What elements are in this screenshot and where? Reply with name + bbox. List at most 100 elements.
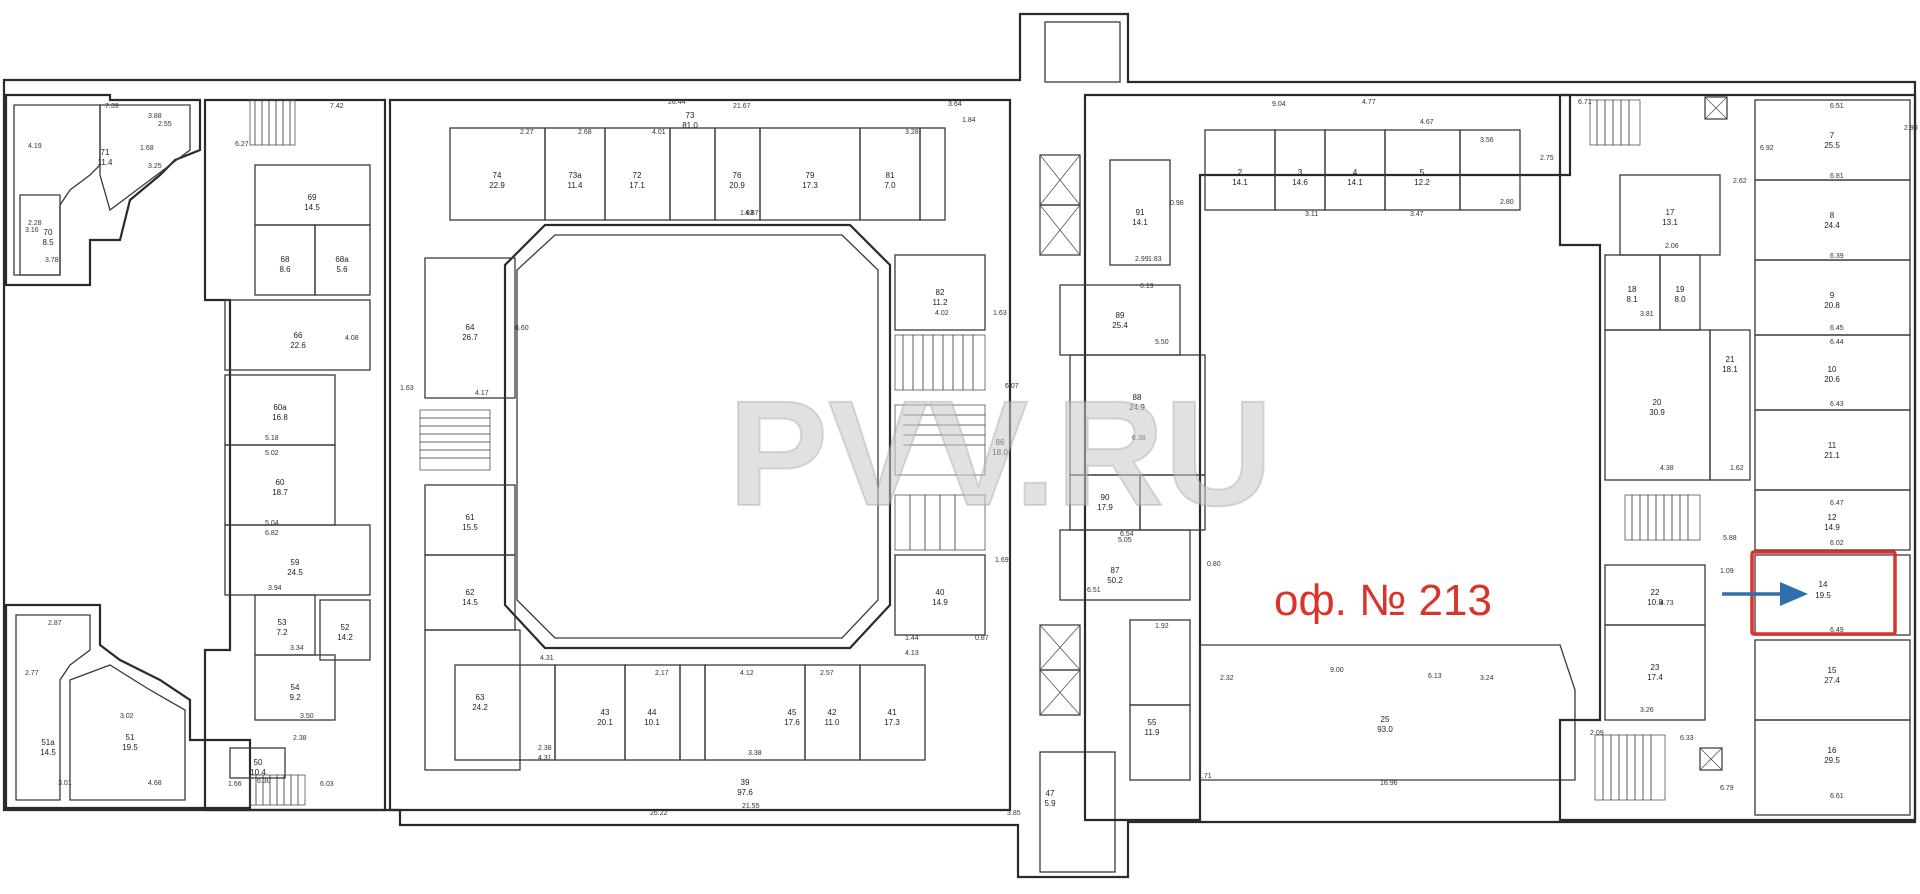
room-area: 26.7 — [462, 333, 478, 342]
room-area: 5.9 — [1044, 799, 1056, 808]
left-block — [203, 98, 387, 812]
dimension-label: 2.32 — [1220, 675, 1234, 682]
room-area: 7.0 — [884, 181, 896, 190]
dimension-label: 1.09 — [1720, 568, 1734, 575]
dimension-label: 3.64 — [948, 101, 962, 108]
left-wing-upper — [4, 93, 202, 287]
left-wing-lower — [4, 603, 252, 810]
dimension-label: 1.44 — [905, 635, 919, 642]
dimension-label: 6.44 — [1830, 339, 1844, 346]
room-area: 11.4 — [98, 158, 114, 167]
dimension-label: 6.03 — [320, 781, 334, 788]
room-number: 60 — [276, 478, 285, 487]
room-area: 20.1 — [597, 718, 613, 727]
dimension-label: 3.26 — [1640, 707, 1654, 714]
dimension-label: 5.05 — [1118, 537, 1132, 544]
right-wing — [1558, 93, 1917, 822]
room-area: 50.2 — [1107, 576, 1123, 585]
dimension-label: 5.04 — [265, 520, 279, 527]
dimension-label: 1.63 — [400, 385, 414, 392]
dimension-label: 2.17 — [655, 670, 669, 677]
dimension-label: 4.73 — [1660, 600, 1674, 607]
dimension-label: 6.79 — [1720, 785, 1734, 792]
room-area: 20.6 — [1824, 375, 1840, 384]
room-area: 7.2 — [276, 628, 288, 637]
room-area: 10.1 — [644, 718, 660, 727]
room-area: 8.5 — [42, 238, 54, 247]
room-area: 11.4 — [568, 181, 584, 190]
dimension-label: 5.02 — [265, 450, 279, 457]
dimension-label: 4.67 — [1420, 119, 1434, 126]
dimension-label: 2.28 — [28, 220, 42, 227]
room-area: 11.9 — [1145, 728, 1161, 737]
dimension-label: 4.01 — [652, 129, 666, 136]
dimension-label: 6.92 — [1760, 145, 1774, 152]
dimension-labels: 7.393.882.554.193.251.686.272.283.783.16… — [0, 0, 1918, 817]
highlighted-room-number: 14 — [1819, 580, 1828, 589]
dimension-label: 7.39 — [105, 103, 119, 110]
dimension-label: 3.81 — [1640, 311, 1654, 318]
room-number: 23 — [1651, 663, 1660, 672]
room-number: 18 — [1628, 285, 1637, 294]
room-area: 20.9 — [729, 181, 745, 190]
room-area: 30.9 — [1649, 408, 1665, 417]
room-area: 8.1 — [1626, 295, 1638, 304]
room-area: 14.5 — [40, 748, 56, 757]
dimension-label: 6.02 — [1830, 540, 1844, 547]
room-number: 87 — [1111, 566, 1120, 575]
dimension-label: 6.47 — [1830, 500, 1844, 507]
room-number: 81 — [886, 171, 895, 180]
room-number: 47 — [1046, 789, 1055, 798]
room-area: 18.0 — [992, 448, 1008, 457]
dimension-label: 6.82 — [265, 530, 279, 537]
room-area: 15.5 — [462, 523, 478, 532]
dimension-label: 4.02 — [935, 310, 949, 317]
room-area: 10.8 — [1647, 598, 1663, 607]
room-number: 40 — [936, 588, 945, 597]
room-area: 8.0 — [1674, 295, 1686, 304]
room-number: 88 — [1133, 393, 1142, 402]
dimension-label: 2.68 — [578, 129, 592, 136]
dimension-label: 9.04 — [1272, 101, 1286, 108]
room-number: 62 — [466, 588, 475, 597]
dimension-label: 1.69 — [995, 557, 1009, 564]
room-number: 5 — [1420, 168, 1425, 177]
room-area: 25.5 — [1824, 141, 1840, 150]
room-area: 14.1 — [1232, 178, 1248, 187]
dimension-label: 2.87 — [48, 620, 62, 627]
dimension-label: 6.38 — [1132, 435, 1146, 442]
dimension-label: 3.50 — [300, 713, 314, 720]
room-number: 52 — [341, 623, 350, 632]
dimension-label: 3.25 — [148, 163, 162, 170]
room-number: 60a — [273, 403, 287, 412]
courtyard — [503, 223, 892, 650]
dimension-label: 2.06 — [1665, 243, 1679, 250]
room-number: 68a — [335, 255, 349, 264]
room-area: 81.0 — [682, 121, 698, 130]
dimension-label: 6.51 — [1830, 103, 1844, 110]
room-area: 24.5 — [287, 568, 303, 577]
dimension-label: 1.63 — [993, 310, 1007, 317]
room-number: 73 — [686, 111, 695, 120]
dimension-label: 21.55 — [742, 803, 760, 810]
dimension-label: 2.62 — [1733, 178, 1747, 185]
dimension-label: 9.00 — [1330, 667, 1344, 674]
room-number: 42 — [828, 708, 837, 717]
room-number: 20 — [1653, 398, 1662, 407]
room-number: 70 — [44, 228, 53, 237]
dimension-label: 6.81 — [1830, 173, 1844, 180]
stairs-left-bottom — [249, 774, 306, 806]
dimension-label: 1.93 — [740, 210, 754, 217]
room-area: 22.9 — [489, 181, 505, 190]
room-number: 68 — [281, 255, 290, 264]
room-number: 15 — [1828, 666, 1837, 675]
room-number: 16 — [1828, 746, 1837, 755]
dimension-label: 6.54 — [1120, 531, 1134, 538]
dimension-label: 4.08 — [345, 335, 359, 342]
stairs-center-right — [894, 334, 986, 551]
dimension-label: 6.71 — [1578, 99, 1592, 106]
dimension-label: 4.17 — [475, 390, 489, 397]
dimension-label: 21.67 — [733, 103, 751, 110]
room-number: 45 — [788, 708, 797, 717]
dimension-label: 3.56 — [1480, 137, 1494, 144]
